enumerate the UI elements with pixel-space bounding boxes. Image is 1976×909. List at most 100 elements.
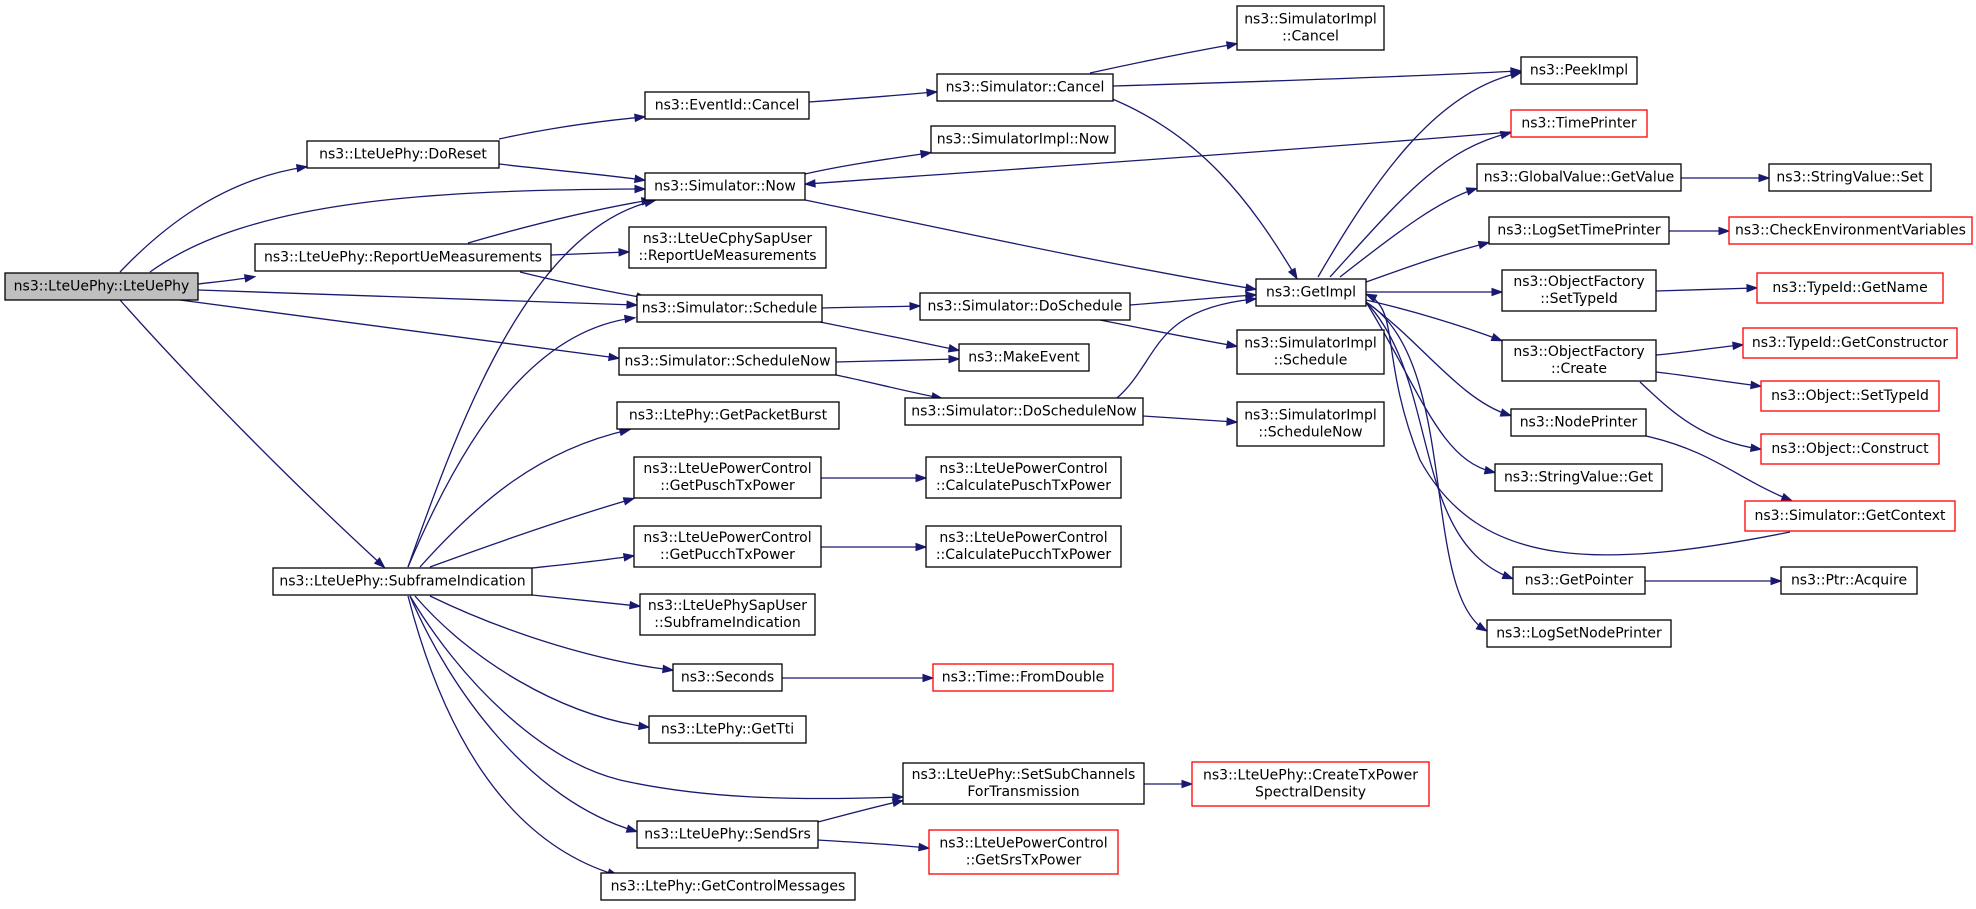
node-globalvalue-getvalue[interactable]: ns3::GlobalValue::GetValue	[1476, 163, 1682, 192]
node-checkenvironmentvariables[interactable]: ns3::CheckEnvironmentVariables	[1728, 216, 1973, 245]
node-box	[4, 272, 199, 301]
node-lteuephy-setsubchannelsfortransmission[interactable]: ns3::LteUePhy::SetSubChannelsForTransmis…	[902, 762, 1145, 805]
edge-line	[1109, 97, 1297, 278]
arrowhead-icon	[1244, 283, 1258, 292]
node-simulator-doschedulenow[interactable]: ns3::Simulator::DoScheduleNow	[904, 397, 1144, 426]
node-typeid-getname[interactable]: ns3::TypeId::GetName	[1756, 272, 1944, 304]
node-seconds[interactable]: ns3::Seconds	[672, 663, 783, 692]
node-label: ::Create	[1551, 361, 1607, 377]
node-label: ns3::ObjectFactory	[1513, 344, 1644, 360]
edges-layer	[119, 41, 1794, 877]
node-time-fromdouble[interactable]: ns3::Time::FromDouble	[932, 663, 1114, 692]
edge-line	[197, 289, 636, 306]
node-ltephy-getcontrolmessages[interactable]: ns3::LtePhy::GetControlMessages	[600, 872, 856, 901]
node-label: ns3::SimulatorImpl	[1244, 336, 1377, 352]
node-objectfactory-create[interactable]: ns3::ObjectFactory::Create	[1501, 339, 1657, 382]
edge-simulator-doschedule-to-simulatorimpl-schedule	[1099, 319, 1239, 349]
edge-simulator-cancel-to-getimpl	[1109, 97, 1298, 280]
node-box	[919, 292, 1131, 321]
node-ltephy-getpacketburst[interactable]: ns3::LtePhy::GetPacketBurst	[616, 401, 840, 430]
node-objectfactory-settypeid[interactable]: ns3::ObjectFactory::SetTypeId	[1501, 269, 1657, 312]
node-stringvalue-get[interactable]: ns3::StringValue::Get	[1494, 463, 1663, 492]
node-box	[633, 525, 822, 568]
edge-seconds-to-time-fromdouble	[782, 673, 935, 683]
edge-line	[409, 595, 636, 832]
node-lteuecphysapuser-reportuemeasurements[interactable]: ns3::LteUeCphySapUser::ReportUeMeasureme…	[628, 226, 827, 269]
node-lteuephysapuser-subframeindication[interactable]: ns3::LteUePhySapUser::SubframeIndication	[639, 593, 816, 636]
edge-lteuephy-lteuephy-to-simulator-now	[149, 184, 647, 273]
node-box	[1486, 619, 1672, 648]
node-simulator-schedulenow[interactable]: ns3::Simulator::ScheduleNow	[618, 347, 837, 376]
edge-getimpl-to-objectfactory-settypeid	[1366, 287, 1504, 297]
edge-line	[429, 498, 633, 568]
arrowhead-icon	[633, 174, 647, 184]
node-simulator-cancel[interactable]: ns3::Simulator::Cancel	[936, 73, 1114, 102]
edge-line	[119, 299, 384, 567]
edge-line	[531, 555, 633, 569]
arrowhead-icon	[629, 600, 642, 610]
node-label: ns3::LteUePhy::CreateTxPower	[1203, 768, 1418, 784]
node-simulatorimpl-schedule[interactable]: ns3::SimulatorImpl::Schedule	[1236, 329, 1385, 375]
node-box	[644, 172, 806, 201]
node-label: ns3::LtePhy::GetTti	[661, 722, 794, 738]
node-simulator-schedule[interactable]: ns3::Simulator::Schedule	[636, 294, 823, 323]
node-label: ns3::ObjectFactory	[1513, 274, 1644, 290]
node-lteuephy-reportuemeasurements[interactable]: ns3::LteUePhy::ReportUeMeasurements	[254, 243, 552, 272]
edge-line	[835, 374, 941, 399]
node-label: ::ScheduleNow	[1258, 425, 1362, 441]
node-lteuepowercontrol-calculatepuschtxpower[interactable]: ns3::LteUePowerControl::CalculatePuschTx…	[925, 456, 1122, 499]
node-lteuephy-doreset[interactable]: ns3::LteUePhy::DoReset	[306, 140, 500, 169]
node-lteuepowercontrol-getpucchtxpower[interactable]: ns3::LteUePowerControl::GetPucchTxPower	[633, 525, 822, 568]
node-peekimpl[interactable]: ns3::PeekImpl	[1520, 56, 1638, 85]
node-lteuephy-createtxpowerspectraldensity[interactable]: ns3::LteUePhy::CreateTxPowerSpectralDens…	[1191, 761, 1430, 807]
node-typeid-getconstructor[interactable]: ns3::TypeId::GetConstructor	[1742, 327, 1958, 359]
node-lteuephy-subframeindication[interactable]: ns3::LteUePhy::SubframeIndication	[272, 567, 533, 596]
edge-line	[1365, 242, 1488, 283]
edge-line	[1365, 299, 1501, 341]
node-simulatorimpl-cancel[interactable]: ns3::SimulatorImpl::Cancel	[1236, 5, 1385, 51]
node-logsetnodeprinter[interactable]: ns3::LogSetNodePrinter	[1486, 619, 1672, 648]
edge-line	[804, 199, 1255, 290]
edge-line	[1089, 43, 1236, 74]
node-nodeprinter[interactable]: ns3::NodePrinter	[1510, 408, 1647, 437]
node-ptr-acquire[interactable]: ns3::Ptr::Acquire	[1780, 566, 1918, 595]
node-label: ns3::PeekImpl	[1530, 63, 1628, 79]
node-timeprinter[interactable]: ns3::TimePrinter	[1510, 109, 1648, 138]
edge-line	[1317, 72, 1520, 278]
node-box	[1510, 109, 1648, 138]
arrowhead-icon	[1780, 492, 1794, 502]
node-object-construct[interactable]: ns3::Object::Construct	[1760, 433, 1940, 465]
node-eventid-cancel[interactable]: ns3::EventId::Cancel	[644, 91, 810, 120]
node-box	[932, 663, 1114, 692]
node-lteuepowercontrol-getpuschtxpower[interactable]: ns3::LteUePowerControl::GetPuschTxPower	[633, 456, 822, 499]
node-ltephy-gettti[interactable]: ns3::LtePhy::GetTti	[648, 715, 807, 744]
node-getpointer[interactable]: ns3::GetPointer	[1512, 566, 1646, 595]
node-box	[1520, 56, 1638, 85]
node-label: ns3::LteUePhy::ReportUeMeasurements	[264, 250, 542, 266]
nodes-layer: ns3::LteUePhy::LteUePhyns3::LteUePhy::Do…	[4, 5, 1973, 901]
node-getimpl[interactable]: ns3::GetImpl	[1255, 278, 1367, 307]
node-simulator-doschedule[interactable]: ns3::Simulator::DoSchedule	[919, 292, 1131, 321]
node-label: ns3::LteUePhy::DoReset	[319, 147, 487, 163]
node-label: ns3::EventId::Cancel	[655, 98, 800, 114]
node-label: ns3::CheckEnvironmentVariables	[1735, 223, 1966, 239]
node-logsettimeprinter[interactable]: ns3::LogSetTimePrinter	[1488, 216, 1670, 245]
node-makeevent[interactable]: ns3::MakeEvent	[958, 343, 1090, 372]
node-label: ns3::Simulator::Cancel	[946, 80, 1105, 96]
node-stringvalue-set[interactable]: ns3::StringValue::Set	[1768, 163, 1932, 192]
edge-simulator-doschedule-to-getimpl	[1129, 291, 1258, 306]
node-lteuepowercontrol-getsrstxpower[interactable]: ns3::LteUePowerControl::GetSrsTxPower	[928, 829, 1119, 875]
node-simulatorimpl-schedulenow[interactable]: ns3::SimulatorImpl::ScheduleNow	[1236, 401, 1385, 447]
node-lteuepowercontrol-calculatepucchtxpower[interactable]: ns3::LteUePowerControl::CalculatePucchTx…	[925, 525, 1122, 568]
node-label: ns3::Seconds	[681, 670, 774, 686]
node-lteuephy-sendsrs[interactable]: ns3::LteUePhy::SendSrs	[636, 820, 819, 849]
arrowhead-icon	[637, 721, 651, 731]
node-simulator-now[interactable]: ns3::Simulator::Now	[644, 172, 806, 201]
node-object-settypeid[interactable]: ns3::Object::SetTypeId	[1760, 380, 1940, 412]
edge-line	[550, 251, 628, 256]
arrowhead-icon	[625, 824, 639, 833]
node-simulatorimpl-now[interactable]: ns3::SimulatorImpl::Now	[930, 125, 1116, 154]
node-simulator-getcontext[interactable]: ns3::Simulator::GetContext	[1744, 500, 1956, 532]
arrowhead-icon	[1509, 70, 1523, 80]
edge-line	[407, 317, 634, 568]
